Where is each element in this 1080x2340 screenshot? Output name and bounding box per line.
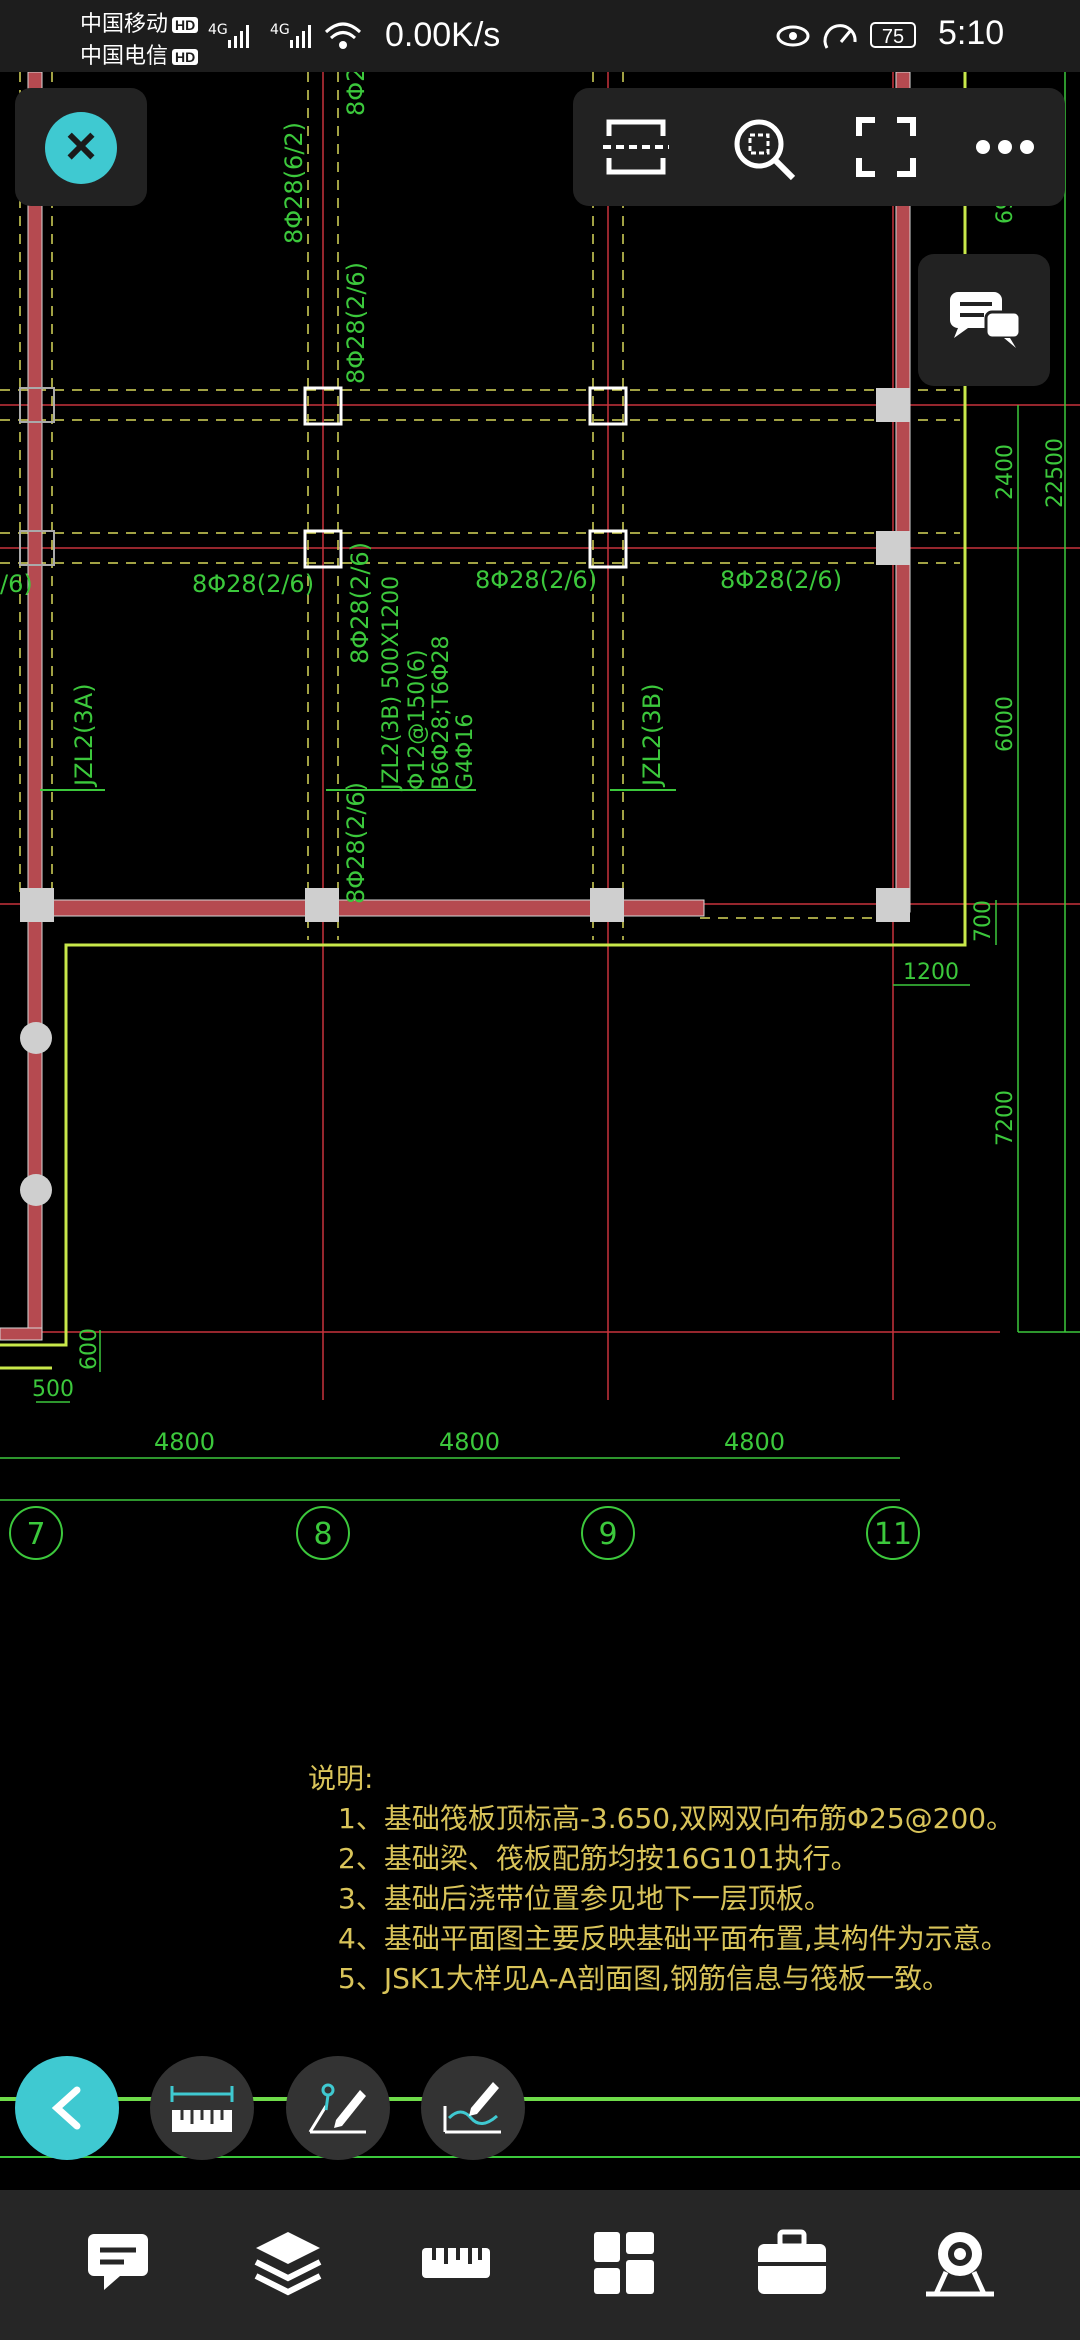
dim-500: 500 (32, 1377, 74, 1402)
label-h2: 8Φ28(2/6) (475, 566, 597, 594)
label-h1: 8Φ28(2/6) (192, 570, 314, 598)
label-left-frag: /6) (0, 570, 33, 598)
dim-22500: 22500 (1043, 438, 1068, 508)
more-icon[interactable] (975, 138, 1035, 156)
label-top-v2: 8Φ28(2/6) (342, 262, 370, 384)
beam-dashed-edges (0, 72, 960, 940)
chat-icon (950, 292, 1022, 348)
dim-700: 700 (971, 900, 996, 942)
axis-labels: 7 8 9 11 (26, 1517, 912, 1552)
axis-11: 11 (874, 1517, 912, 1552)
label-top-v1: 8Φ28(6/2) (280, 122, 308, 244)
top-toolbar (573, 88, 1065, 206)
label-h3: 8Φ28(2/6) (720, 566, 842, 594)
note-1: 1、基础筏板顶标高-3.650,双网双向布筋Φ25@200。 (338, 1802, 1014, 1835)
dashboard-icon[interactable] (586, 2228, 662, 2298)
columns (19, 386, 910, 1206)
cad-drawing-canvas[interactable]: 8Φ28(6/2) 8Φ28(2/6) 8Φ2 /6) 8Φ28(2/6) 8Φ… (0, 72, 1080, 2190)
beam-bars: B6Φ28;T6Φ28 (429, 635, 454, 790)
back-button[interactable] (15, 2056, 119, 2160)
wall-bodies (0, 72, 911, 1341)
note-4: 4、基础平面图主要反映基础平面布置,其构件为示意。 (338, 1922, 1009, 1955)
beam-side-bars: G4Φ16 (453, 714, 478, 790)
clock: 5:10 (938, 14, 1005, 52)
signal-wifi-icon: 4G 4G (208, 22, 362, 49)
axis-bubbles (9, 1506, 920, 1560)
dim-7200: 7200 (993, 1090, 1018, 1146)
label-v-mid: 8Φ28(2/6) (346, 542, 374, 664)
measure-icon[interactable] (418, 2228, 494, 2298)
zoom-search-icon[interactable] (729, 114, 799, 184)
svg-text:4G: 4G (208, 22, 228, 38)
drawing-labels: 8Φ28(6/2) 8Φ28(2/6) 8Φ2 /6) 8Φ28(2/6) 8Φ… (0, 72, 1068, 1456)
annotate-button[interactable] (286, 2056, 390, 2160)
label-v-low: 8Φ28(2/6) (342, 782, 370, 904)
toolbox-icon[interactable] (754, 2228, 830, 2298)
section-icon[interactable] (603, 116, 669, 178)
dim-4800-a: 4800 (154, 1428, 215, 1456)
network-speed: 0.00K/s (385, 16, 501, 54)
close-icon: × (65, 116, 97, 176)
note-3: 3、基础后浇带位置参见地下一层顶板。 (338, 1882, 832, 1915)
layers-icon[interactable] (250, 2228, 326, 2298)
dimension-lines (0, 72, 1080, 1501)
close-panel: × (15, 88, 147, 206)
dim-600: 600 (77, 1328, 102, 1370)
dim-4800-b: 4800 (439, 1428, 500, 1456)
eye-speed-icon (776, 24, 857, 49)
dim-1200: 1200 (903, 960, 959, 985)
bottom-navigation (0, 2190, 1080, 2340)
drawing-notes: 说明: 1、基础筏板顶标高-3.650,双网双向布筋Φ25@200。 2、基础梁… (308, 1762, 1014, 1995)
close-button[interactable]: × (45, 112, 117, 184)
ruler-icon (170, 2086, 234, 2132)
comments-panel[interactable] (918, 254, 1050, 386)
sketch-icon (443, 2082, 501, 2134)
note-2: 2、基础梁、筏板配筋均按16G101执行。 (338, 1842, 859, 1875)
battery-indicator: 75 (870, 22, 916, 48)
axis-7: 7 (26, 1517, 45, 1552)
note-5: 5、JSK1大样见A-A剖面图,钢筋信息与筏板一致。 (338, 1962, 950, 1995)
axis-9: 9 (598, 1517, 617, 1552)
slab-outline (0, 72, 967, 1370)
svg-text:4G: 4G (270, 22, 290, 38)
dim-6000: 6000 (993, 696, 1018, 752)
label-jzl-a: JZL2(3A) (70, 683, 98, 788)
label-jzl-b: JZL2(3B) (638, 683, 666, 788)
vr-icon[interactable] (922, 2228, 998, 2298)
beam-stirrup: Φ12@150(6) (405, 650, 430, 790)
dim-2400: 2400 (993, 444, 1018, 500)
comment-icon[interactable] (82, 2228, 158, 2298)
back-icon (51, 2086, 81, 2130)
fullscreen-icon[interactable] (855, 116, 917, 178)
axis-8: 8 (313, 1517, 332, 1552)
dim-4800-c: 4800 (724, 1428, 785, 1456)
ruler-button[interactable] (150, 2056, 254, 2160)
beam-title: JZL2(3B) 500X1200 (379, 576, 404, 792)
annotate-icon (308, 2083, 366, 2134)
label-top-v3: 8Φ2 (342, 72, 370, 116)
sketch-button[interactable] (421, 2056, 525, 2160)
notes-title: 说明: (308, 1762, 373, 1795)
